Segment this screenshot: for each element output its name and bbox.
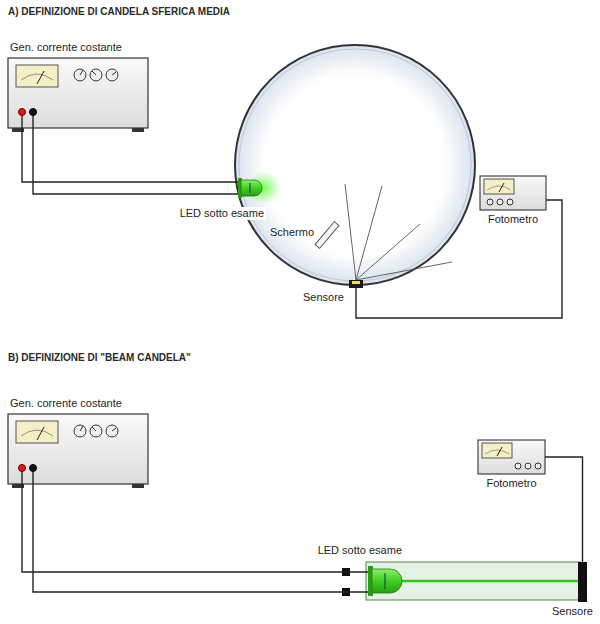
wire [356, 200, 562, 318]
led-symbol [238, 178, 262, 198]
wire [33, 484, 368, 592]
node-label: LED sotto esame [178, 207, 266, 220]
node-label: Gen. corrente costante [8, 41, 124, 54]
photometer-box [478, 440, 545, 474]
generator-box [8, 414, 148, 488]
sensor: Sensore [578, 562, 587, 602]
sensor: Sensore [349, 280, 363, 288]
wire [33, 128, 238, 194]
wire-line [22, 484, 368, 572]
screen [315, 222, 339, 249]
node-label: Sensore [301, 291, 346, 304]
photometer-box: Fotometro [478, 440, 545, 474]
wire-line [545, 457, 583, 562]
wire-line [356, 200, 562, 318]
photometer-box [480, 176, 546, 210]
led-under-test: LED sotto esame [238, 176, 266, 200]
wire [545, 457, 583, 562]
photometer-box: Fotometro [480, 176, 546, 210]
integrating-sphere [235, 45, 475, 285]
wire-line [22, 128, 238, 182]
node-label: Fotometro [486, 213, 540, 226]
generator-box: Gen. corrente costante [8, 414, 148, 484]
part-label: Schermo [270, 226, 314, 238]
section-title: B) DEFINIZIONE DI "BEAM CANDELA" [8, 352, 191, 363]
wire [22, 484, 368, 572]
generator-box: Gen. corrente costante [8, 58, 148, 128]
sensor [349, 280, 363, 288]
node-label: Fotometro [484, 477, 538, 490]
generator-box [8, 58, 148, 132]
light-rays [345, 184, 452, 280]
led-symbol [368, 566, 402, 596]
led-under-test: LED sotto esame [368, 564, 402, 598]
measuring-tube [366, 562, 580, 600]
node-label: LED sotto esame [316, 544, 404, 557]
wire-line [33, 484, 368, 592]
node-label: Sensore [550, 605, 595, 618]
led-glow [245, 172, 281, 204]
wire [22, 128, 238, 182]
sensor [578, 562, 587, 602]
node-label: Gen. corrente costante [8, 397, 124, 410]
section-title: A) DEFINIZIONE DI CANDELA SFERICA MEDIA [8, 6, 230, 17]
wire-line [33, 128, 238, 194]
